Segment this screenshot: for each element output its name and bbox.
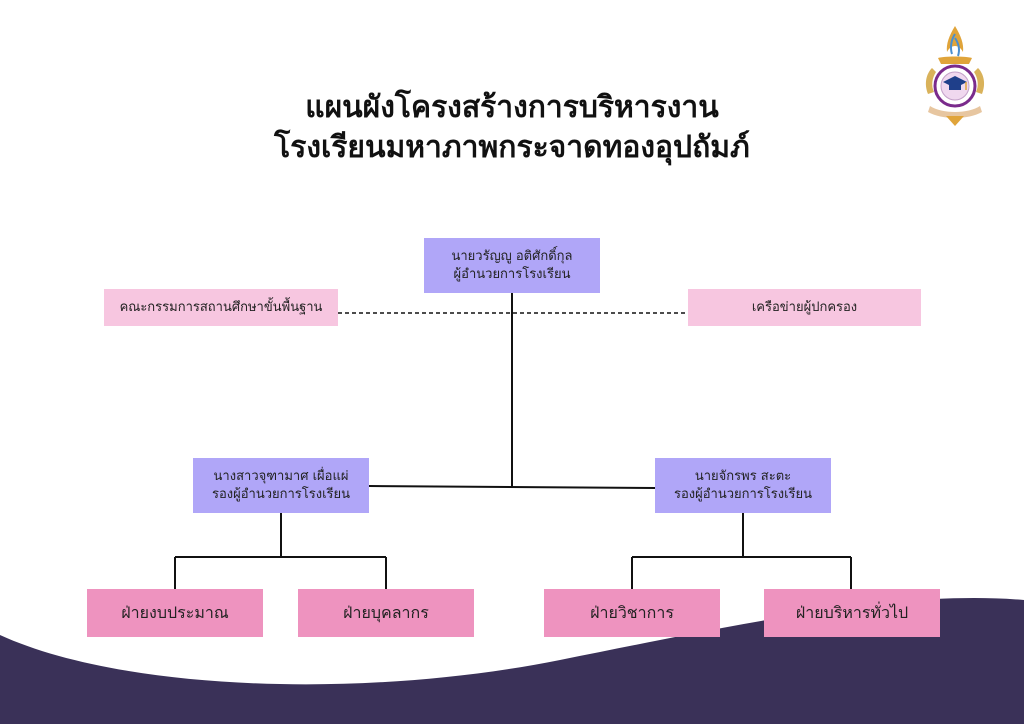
department-academic: ฝ่ายวิชาการ (544, 589, 720, 637)
department-personnel: ฝ่ายบุคลากร (298, 589, 474, 637)
school-emblem-icon (925, 26, 985, 126)
chart-title-line2: โรงเรียนมหาภาพกระจาดทองอุปถัมภ์ (274, 130, 750, 165)
deputy-box-right: นายจักรพร สะตะ รองผู้อำนวยการโรงเรียน (655, 458, 831, 513)
school-board-label: คณะกรรมการสถานศึกษาขั้นพื้นฐาน (119, 299, 323, 315)
deputy-role: รองผู้อำนวยการโรงเรียน (211, 486, 351, 502)
director-name: นายวรัญญู อติศักดิ์กุล (451, 248, 573, 264)
deputy-box-left: นางสาวจุฑามาศ เผื่อแผ่ รองผู้อำนวยการโรง… (193, 458, 369, 513)
department-label: ฝ่ายบุคลากร (343, 603, 429, 623)
school-board-box: คณะกรรมการสถานศึกษาขั้นพื้นฐาน (104, 289, 338, 326)
deputy-role: รองผู้อำนวยการโรงเรียน (673, 486, 813, 502)
department-label: ฝ่ายงบประมาณ (121, 603, 229, 623)
director-role: ผู้อำนวยการโรงเรียน (453, 266, 571, 282)
department-label: ฝ่ายวิชาการ (590, 603, 674, 623)
deputy-name: นายจักรพร สะตะ (694, 468, 792, 484)
deputy-name: นางสาวจุฑามาศ เผื่อแผ่ (213, 468, 349, 484)
parent-network-box: เครือข่ายผู้ปกครอง (688, 289, 921, 326)
department-label: ฝ่ายบริหารทั่วไป (795, 603, 909, 623)
parent-network-label: เครือข่ายผู้ปกครอง (751, 299, 858, 315)
department-general-admin: ฝ่ายบริหารทั่วไป (764, 589, 940, 637)
department-budget: ฝ่ายงบประมาณ (87, 589, 263, 637)
chart-title-line1: แผนผังโครงสร้างการบริหารงาน (305, 90, 719, 125)
director-box: นายวรัญญู อติศักดิ์กุล ผู้อำนวยการโรงเรี… (424, 238, 600, 293)
